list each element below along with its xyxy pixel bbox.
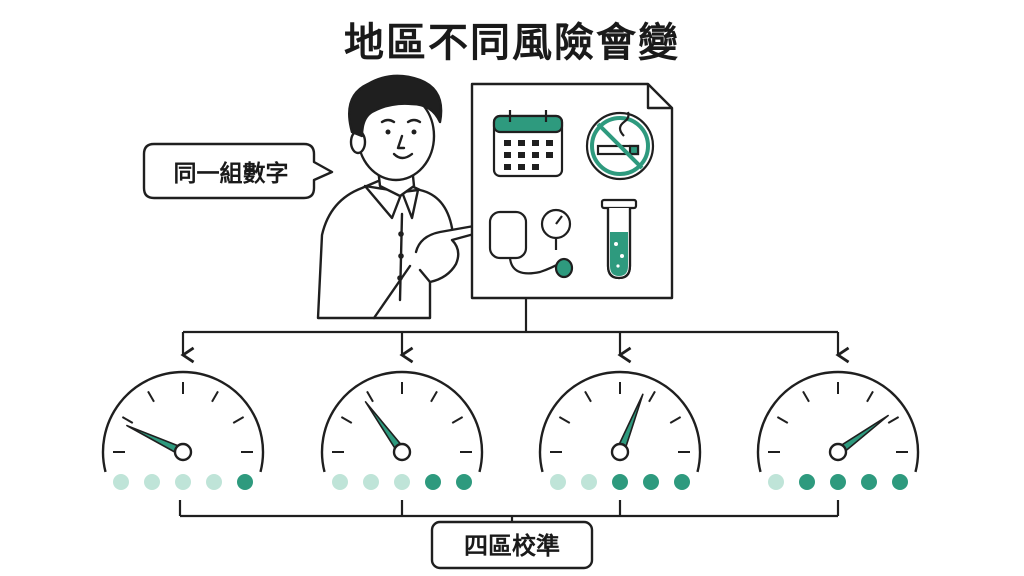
blood-pressure-monitor-icon [488, 208, 574, 279]
gauge-arc [538, 370, 702, 473]
gauge-tick [776, 416, 789, 424]
risk-dot-empty [394, 474, 410, 490]
gauge-tick [802, 390, 810, 403]
footer-label: 四區校準 [464, 532, 560, 560]
risk-dot-filled [612, 474, 628, 490]
risk-dot-empty [175, 474, 191, 490]
presenter-person [316, 74, 479, 320]
risk-dot-filled [643, 474, 659, 490]
gauge-pivot [610, 442, 630, 462]
gauge-tick [211, 390, 219, 403]
gauge-tick [340, 416, 353, 424]
risk-dot-empty [332, 474, 348, 490]
speech-bubble [142, 142, 334, 200]
gauge-tick [121, 416, 134, 424]
gauge-region-2 [320, 370, 484, 490]
gauge-region-3 [538, 370, 702, 490]
gauge-pivot [173, 442, 193, 462]
risk-dot-empty [363, 474, 379, 490]
risk-factor-document [470, 82, 674, 300]
speech-bubble-text: 同一組數字 [173, 161, 289, 187]
gauge-region-1 [101, 370, 265, 490]
gauge-tick [430, 390, 438, 403]
gauges-group [101, 370, 920, 490]
page-title: 地區不同風險會變 [344, 20, 680, 66]
risk-dot-filled [892, 474, 908, 490]
risk-dot-empty [550, 474, 566, 490]
gauge-tick [648, 390, 656, 403]
gauge-pivot [392, 442, 412, 462]
gauge-tick [232, 416, 245, 424]
risk-dot-filled [425, 474, 441, 490]
gauge-arc [101, 370, 265, 473]
gauge-tick [669, 416, 682, 424]
bottom-bracket [178, 500, 840, 522]
gauge-tick [887, 416, 900, 424]
gauge-pivot [828, 442, 848, 462]
risk-dot-filled [830, 474, 846, 490]
gauge-tick [866, 390, 874, 403]
risk-dot-empty [144, 474, 160, 490]
branch-connector [180, 298, 850, 364]
gauge-tick [451, 416, 464, 424]
gauge-arc [320, 370, 484, 473]
risk-dot-empty [113, 474, 129, 490]
gauge-tick [147, 390, 155, 403]
gauge-region-4 [756, 370, 920, 490]
risk-dot-filled [861, 474, 877, 490]
risk-dot-filled [674, 474, 690, 490]
risk-dot-empty [206, 474, 222, 490]
risk-dot-filled [799, 474, 815, 490]
risk-dot-filled [456, 474, 472, 490]
no-smoking-icon [585, 111, 655, 181]
gauge-tick [366, 390, 374, 403]
risk-dot-filled [237, 474, 253, 490]
test-tube-icon [600, 198, 638, 280]
risk-dot-empty [581, 474, 597, 490]
calendar-icon [492, 110, 564, 178]
gauge-tick [584, 390, 592, 403]
gauge-tick [558, 416, 571, 424]
gauge-arc [756, 370, 920, 473]
footer-label-box [430, 520, 594, 570]
risk-dot-empty [768, 474, 784, 490]
